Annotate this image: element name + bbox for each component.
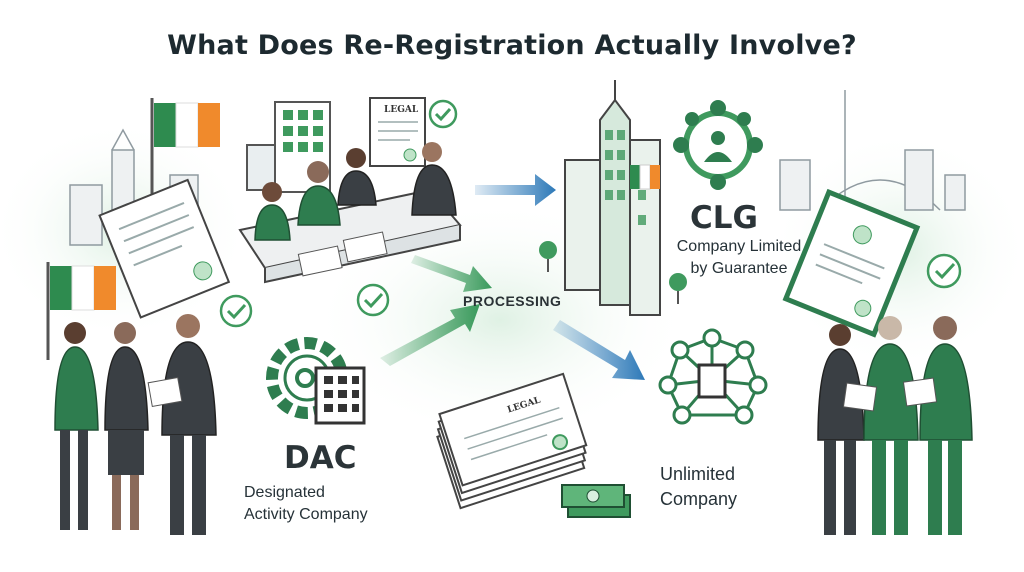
dac-line1: Designated [244, 484, 325, 501]
checkmark-icon [356, 283, 390, 317]
people-network-icon [673, 100, 763, 190]
checkmark-icon [219, 294, 253, 328]
unlimited-line1: Unlimited [660, 464, 736, 484]
clg-tower-building [539, 80, 687, 316]
gear-building-icon [266, 337, 366, 425]
ireland-flag-icon [150, 98, 220, 215]
right-people-group [817, 316, 973, 535]
document-icon [98, 178, 231, 319]
clg-abbreviation: CLG [690, 200, 758, 236]
clg-fullname: Company Limited by Guarantee [664, 236, 814, 280]
clg-line1: Company Limited [676, 238, 802, 255]
dac-fullname: Designated Activity Company [244, 482, 368, 526]
building-network-icon [658, 328, 768, 425]
legal-document-stack: LEGAL [436, 372, 588, 510]
checkmark-icon [428, 99, 458, 129]
legal-document-top: LEGAL [369, 97, 426, 167]
flow-arrows [380, 174, 645, 380]
processing-label: PROCESSING [463, 293, 562, 309]
meeting-people [254, 142, 457, 241]
dac-line2: Activity Company [244, 506, 368, 523]
meeting-table [238, 188, 462, 284]
page-title: What Does Re-Registration Actually Invol… [167, 30, 857, 61]
unlimited-line2: Company [660, 489, 738, 509]
left-people-group [54, 314, 217, 535]
ireland-flag-icon [46, 262, 116, 360]
legal-doc-title: LEGAL [384, 105, 419, 115]
unlimited-company-label: Unlimited Company [660, 462, 737, 512]
clg-line2: by Guarantee [690, 260, 788, 277]
dac-abbreviation: DAC [284, 440, 357, 476]
cash-stack-icon [561, 484, 631, 518]
certificate-icon [782, 188, 921, 338]
checkmark-icon [926, 253, 962, 289]
